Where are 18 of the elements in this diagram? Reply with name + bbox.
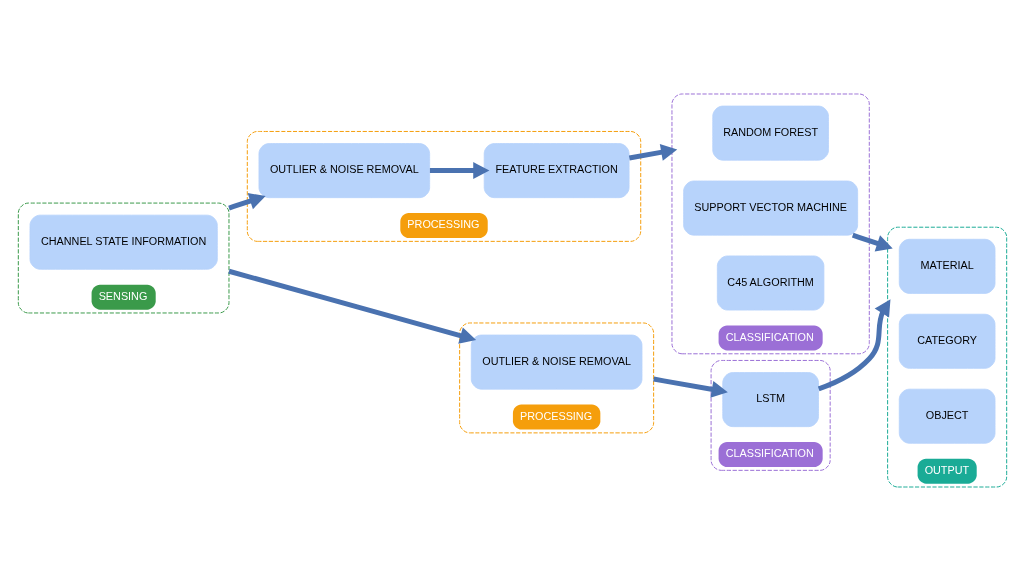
node-box: OBJECT bbox=[898, 388, 996, 444]
node-box: MATERIAL bbox=[898, 238, 996, 294]
node-box: OUTLIER & NOISE REMOVAL bbox=[470, 334, 643, 390]
arrow bbox=[628, 143, 678, 161]
node-box: CHANNEL STATE INFORMATION bbox=[29, 214, 218, 270]
arrow bbox=[429, 162, 490, 180]
node-box: FEATURE EXTRACTION bbox=[483, 143, 630, 199]
arrow bbox=[817, 299, 891, 392]
node-box: SUPPORT VECTOR MACHINE bbox=[683, 180, 859, 236]
arrow bbox=[228, 193, 266, 211]
node-box: C45 ALGORITHM bbox=[716, 255, 825, 311]
arrow bbox=[653, 376, 728, 398]
node-box: LSTM bbox=[722, 372, 819, 428]
node-box: OUTLIER & NOISE REMOVAL bbox=[258, 143, 431, 199]
arrow bbox=[851, 232, 893, 252]
node-box: CATEGORY bbox=[898, 313, 996, 369]
node-box: RANDOM FOREST bbox=[712, 105, 829, 161]
arrow bbox=[228, 268, 477, 344]
